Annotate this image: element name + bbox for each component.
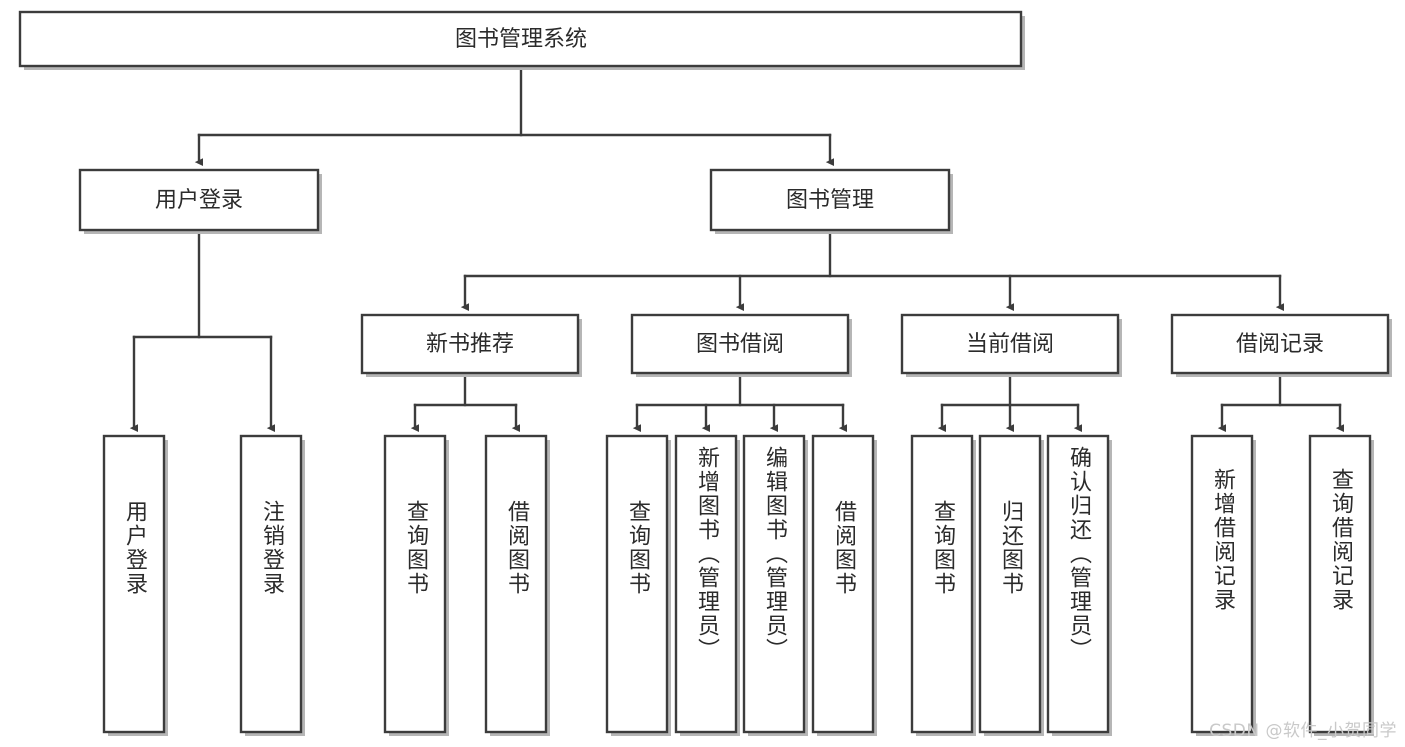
node-current-borrow[interactable]: 当前借阅 [900,313,1122,377]
node-user-login-label: 用户登录 [155,188,243,213]
node-leaf-borrow-book-2-box [811,434,875,734]
node-borrow-record-box [1170,313,1390,375]
node-leaf-query-book-1-box [383,434,447,734]
node-book-borrow-label: 图书借阅 [696,332,784,357]
node-leaf-logout-box [239,434,303,734]
node-borrow-record-label: 借阅记录 [1236,332,1324,357]
node-new-book-rec-box [360,313,580,375]
node-leaf-query-book-3-box [910,434,974,734]
node-leaf-user-login-box [102,434,166,734]
node-leaf-return-book-box [978,434,1042,734]
node-leaf-borrow-book-1-box [484,434,548,734]
node-leaf-user-login[interactable] [102,434,168,736]
node-borrow-record[interactable]: 借阅记录 [1170,313,1392,377]
node-leaf-query-record[interactable] [1308,434,1374,736]
node-new-book-rec-label: 新书推荐 [426,332,514,357]
node-leaf-confirm-return-box [1046,434,1110,734]
node-leaf-edit-book-box [742,434,806,734]
node-leaf-query-record-box [1308,434,1372,734]
node-leaf-edit-book[interactable] [742,434,808,736]
node-root-label: 图书管理系统 [455,27,587,52]
node-book-manage-box [709,168,951,232]
node-new-book-rec[interactable]: 新书推荐 [360,313,582,377]
node-book-borrow-box [630,313,850,375]
leaf-boxes-layer [102,434,1374,736]
node-leaf-add-record[interactable] [1190,434,1256,736]
node-book-borrow[interactable]: 图书借阅 [630,313,852,377]
csdn-watermark: CSDN @软件_小贺同学 [1209,721,1397,741]
node-leaf-add-book[interactable] [674,434,740,736]
edges-layer [129,66,1345,433]
node-leaf-logout[interactable] [239,434,305,736]
node-root[interactable]: 图书管理系统 [18,10,1025,70]
node-book-manage[interactable]: 图书管理 [709,168,953,234]
node-leaf-add-record-box [1190,434,1254,734]
node-leaf-add-book-box [674,434,738,734]
node-current-borrow-box [900,313,1120,375]
node-leaf-borrow-book-1[interactable] [484,434,550,736]
node-current-borrow-label: 当前借阅 [966,332,1054,357]
node-leaf-query-book-3[interactable] [910,434,976,736]
node-root-box [18,10,1023,68]
node-user-login-box [78,168,320,232]
node-leaf-confirm-return[interactable] [1046,434,1112,736]
node-leaf-borrow-book-2[interactable] [811,434,877,736]
node-leaf-query-book-2[interactable] [605,434,671,736]
node-leaf-return-book[interactable] [978,434,1044,736]
node-leaf-query-book-1[interactable] [383,434,449,736]
node-book-manage-label: 图书管理 [786,188,874,213]
node-leaf-query-book-2-box [605,434,669,734]
node-user-login[interactable]: 用户登录 [78,168,322,234]
